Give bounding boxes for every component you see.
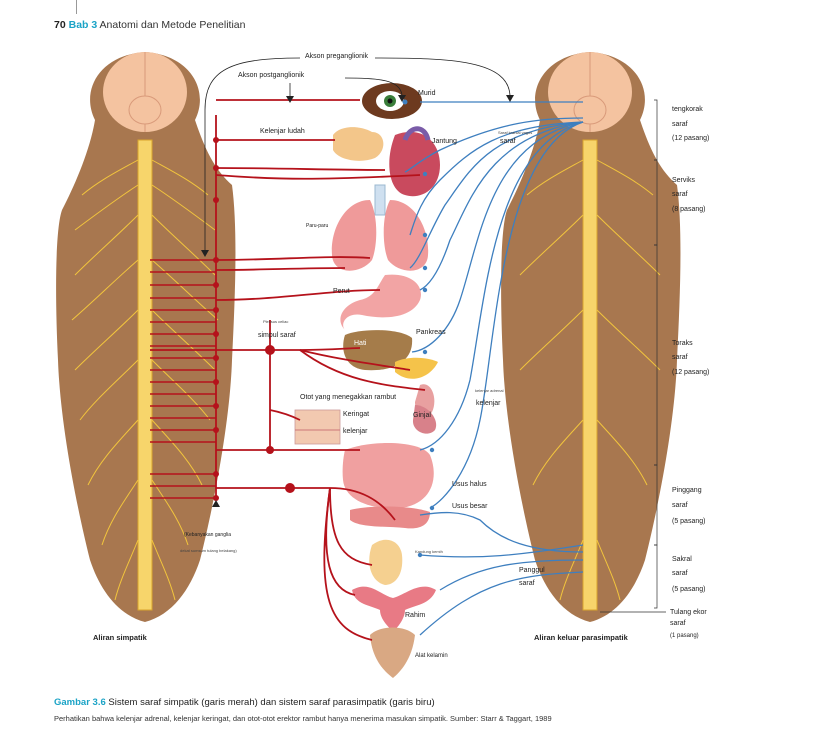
region-thoracic-3: (12 pasang) [672, 369, 710, 376]
region-lumbar-2: saraf [672, 502, 688, 509]
small-intestine-label: Usus halus [452, 481, 487, 488]
region-coccygeal-2: saraf [670, 620, 686, 627]
sweat-label: Keringat [343, 411, 370, 418]
region-lumbar-1: Pinggang [672, 487, 702, 494]
pelvic-label-1: Panggul [519, 567, 545, 574]
cranial-small-label: Saraf kranial vagus [498, 130, 533, 135]
stomach-label: Perut [333, 288, 350, 295]
pupil-label: Murid [418, 90, 436, 97]
region-lumbar-3: (5 pasang) [672, 518, 706, 525]
organs [294, 83, 440, 678]
arrector-label: Otot yang menegakkan rambut [300, 394, 397, 401]
ganglia-note-2: dekat sumsum tulang belakang) [180, 548, 237, 553]
bladder-label: Kandung kemih [415, 549, 443, 554]
nervous-system-figure: Akson preganglionik Akson postganglionik… [0, 40, 828, 680]
chapter-label: Bab 3 [68, 19, 98, 31]
region-sacral-3: (5 pasang) [672, 586, 706, 593]
region-cervical-3: (8 pasang) [672, 206, 706, 213]
region-cervical-2: saraf [672, 191, 688, 198]
right-body-silhouette [501, 52, 681, 622]
figure-illustration [56, 52, 681, 678]
pancreas-label: Pankreas [416, 329, 446, 336]
figure-caption-note: Perhatikan bahwa kelenjar adrenal, kelen… [54, 714, 552, 723]
parasympathetic-outflow-label: Aliran keluar parasimpatik [534, 633, 628, 642]
liver-label: Hati [354, 340, 367, 347]
caption-title-text: Sistem saraf simpatik (garis merah) dan … [108, 697, 435, 708]
figure-number: Gambar 3.6 [54, 697, 106, 708]
sympathetic-chain [150, 259, 216, 499]
ganglia-note-1: (Kebanyakan ganglia [184, 532, 231, 538]
region-thoracic-2: saraf [672, 354, 688, 361]
lungs-label: Paru-paru [306, 223, 329, 229]
chapter-title: Anatomi dan Metode Penelitian [99, 19, 246, 31]
uterus-label: Rahim [405, 612, 426, 619]
axon-arrowheads [201, 95, 514, 507]
parasympathetic-pathways [404, 101, 584, 636]
region-cranial-1: tengkorak [672, 106, 703, 113]
ganglion-label: simpul saraf [258, 332, 296, 339]
large-intestine-label: Usus besar [452, 503, 488, 510]
parasympathetic-ganglia [402, 99, 435, 558]
region-thoracic-1: Toraks [672, 340, 693, 347]
region-sacral-2: saraf [672, 570, 688, 577]
region-coccygeal-3: (1 pasang) [670, 633, 699, 639]
sympathetic-pathways [150, 99, 426, 641]
adrenal-label: kelenjar [476, 400, 501, 407]
pelvic-label-2: saraf [519, 580, 535, 587]
postganglionic-label: Akson postganglionik [238, 72, 305, 79]
salivary-label: Kelenjar ludah [260, 128, 305, 135]
region-sacral-1: Sakral [672, 556, 692, 563]
kidney-label: Ginjal [413, 412, 431, 419]
region-coccygeal-1: Tulang ekor [670, 609, 707, 616]
page-number: 70 [54, 19, 66, 31]
figure-caption-title: Gambar 3.6 Sistem saraf simpatik (garis … [54, 697, 435, 708]
preganglionic-label: Akson preganglionik [305, 53, 369, 60]
genitals-label: Alat kelamin [415, 653, 448, 659]
page-edge-mark [76, 0, 77, 14]
sympathetic-outflow-label: Aliran simpatik [93, 633, 147, 642]
cranial-small2-label: saraf [500, 138, 516, 145]
celiac-small-label: Pleksus celiac [263, 319, 289, 324]
left-body-silhouette [56, 52, 236, 622]
ganglia [213, 137, 295, 501]
adrenal-small-label: kelenjar adrenal [475, 388, 504, 393]
region-cervical-1: Serviks [672, 177, 695, 184]
region-cranial-3: (12 pasang) [672, 135, 710, 142]
sweat2-label: kelenjar [343, 428, 368, 435]
region-cranial-2: saraf [672, 121, 688, 128]
axon-arrows [204, 57, 511, 250]
page-header: 70 Bab 3 Anatomi dan Metode Penelitian [54, 19, 245, 31]
heart-label: Jantung [432, 138, 457, 145]
